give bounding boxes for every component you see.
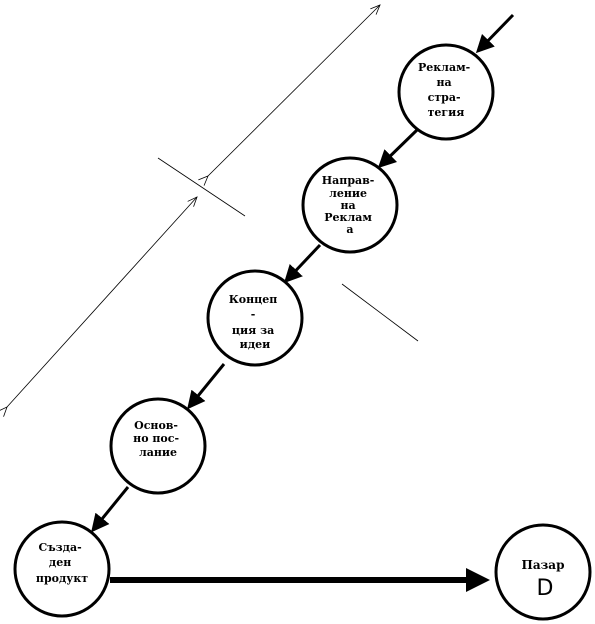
upper-double-arrow bbox=[208, 5, 380, 176]
separator-line-upper bbox=[157, 157, 246, 217]
separator-line-lower bbox=[341, 283, 419, 342]
node-text-line: а bbox=[346, 223, 353, 236]
node-text-line: ция за bbox=[232, 324, 274, 337]
arrow-message-to-product bbox=[91, 486, 130, 533]
node-text-line: Реклам bbox=[324, 211, 372, 224]
node-text-line: Основ- bbox=[134, 419, 178, 432]
svg-text:Концеп - ция за: Концеп - ция за идеи bbox=[229, 293, 281, 351]
node-text-line: на bbox=[436, 76, 451, 89]
arrow-strategy-to-direction bbox=[377, 128, 419, 169]
node-text-line: тегия bbox=[428, 106, 465, 119]
node-text-line: Реклам- bbox=[418, 61, 470, 74]
svg-text:Основ- но пос- ла: Основ- но пос- лание bbox=[133, 419, 183, 459]
node-text-line: продукт bbox=[36, 572, 88, 585]
node-text-line: но пос- bbox=[133, 432, 179, 445]
node-text-line: ление bbox=[329, 187, 367, 200]
node-text-line: Направ- bbox=[322, 174, 375, 187]
arrow-concept-to-message bbox=[187, 363, 226, 410]
market-letter: D bbox=[537, 576, 554, 601]
svg-text:Реклам- на стра-: Реклам- на стра- тегия bbox=[418, 61, 474, 119]
arrow-into-strategy bbox=[475, 13, 515, 54]
node-text-line: на bbox=[340, 199, 355, 212]
node-text-line: Концеп bbox=[229, 293, 278, 306]
node-text-line: ден bbox=[49, 556, 71, 569]
node-advertising-direction: Направ- ление на Реклам а bbox=[301, 156, 399, 254]
node-text-line: - bbox=[251, 308, 256, 321]
node-product-creation: Създа- ден продукт bbox=[13, 520, 111, 618]
node-text-line: стра- bbox=[428, 91, 461, 104]
market-label: Пазар bbox=[522, 558, 565, 572]
lower-double-arrow bbox=[7, 197, 197, 407]
arrow-direction-to-concept bbox=[283, 243, 322, 284]
node-advertising-strategy: Реклам- на стра- тегия bbox=[397, 43, 495, 141]
node-text-line: Създа- bbox=[38, 541, 81, 554]
node-market: Пазар D bbox=[494, 523, 592, 621]
node-idea-concept: Концеп - ция за идеи bbox=[206, 269, 304, 367]
node-text-line: лание bbox=[139, 446, 177, 459]
svg-text:Направ- ление на: Направ- ление на Реклам а bbox=[322, 174, 378, 236]
node-text-line: идеи bbox=[240, 338, 271, 351]
svg-text:Създа- ден продукт: Създа- ден продукт bbox=[36, 541, 88, 585]
node-main-message: Основ- но пос- лание bbox=[109, 397, 207, 495]
